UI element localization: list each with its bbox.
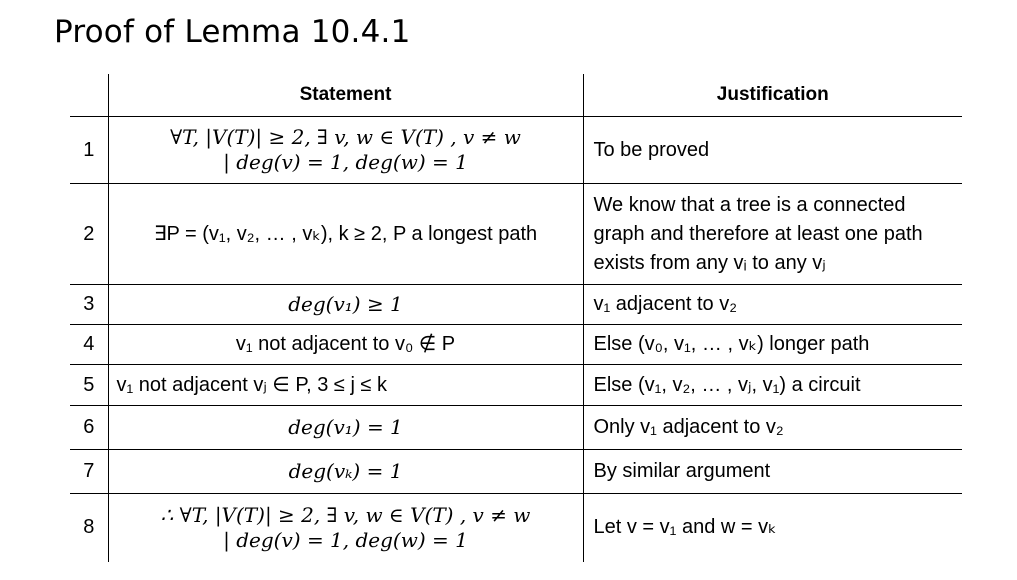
header-justification: Justification bbox=[583, 74, 962, 117]
statement-line: deg(v₁) ≥ 1 bbox=[288, 292, 403, 316]
table-row: 2 ∃P = (v₁, v₂, … , vₖ), k ≥ 2, P a long… bbox=[70, 183, 962, 285]
row-number: 2 bbox=[70, 183, 109, 285]
table-row: 5 v₁ not adjacent vⱼ ∈ P, 3 ≤ j ≤ k Else… bbox=[70, 364, 962, 406]
table-row: 6 deg(v₁) = 1 Only v₁ adjacent to v₂ bbox=[70, 405, 962, 450]
row-justification: By similar argument bbox=[583, 449, 962, 494]
statement-line: | deg(v) = 1, deg(w) = 1 bbox=[223, 150, 468, 174]
row-statement: deg(v₁) ≥ 1 bbox=[108, 284, 584, 325]
row-statement: v₁ not adjacent vⱼ ∈ P, 3 ≤ j ≤ k bbox=[108, 364, 584, 406]
header-number bbox=[70, 74, 109, 117]
table-row: 4 v₁ not adjacent to v₀ ∉ P Else (v₀, v₁… bbox=[70, 324, 962, 365]
header-statement: Statement bbox=[108, 74, 584, 117]
row-justification: Else (v₀, v₁, … , vₖ) longer path bbox=[583, 324, 962, 365]
table-row: 8 ∴ ∀T, |V(T)| ≥ 2, ∃ v, w ∈ V(T) , v ≠ … bbox=[70, 493, 962, 562]
row-number: 7 bbox=[70, 449, 109, 494]
header-row: Statement Justification bbox=[70, 74, 962, 117]
row-number: 6 bbox=[70, 405, 109, 450]
table-row: 1 ∀T, |V(T)| ≥ 2, ∃ v, w ∈ V(T) , v ≠ w … bbox=[70, 116, 962, 184]
statement-line: | deg(v) = 1, deg(w) = 1 bbox=[223, 527, 468, 552]
statement-line: ∃P = (v₁, v₂, … , vₖ), k ≥ 2, P a longes… bbox=[153, 222, 538, 245]
page-title: Proof of Lemma 10.4.1 bbox=[54, 14, 411, 50]
row-number: 1 bbox=[70, 116, 109, 184]
statement-line: v₁ not adjacent to v₀ ∉ P bbox=[235, 333, 456, 355]
row-number: 4 bbox=[70, 324, 109, 365]
table-row: 3 deg(v₁) ≥ 1 v₁ adjacent to v₂ bbox=[70, 284, 962, 325]
row-number: 5 bbox=[70, 364, 109, 406]
row-number: 8 bbox=[70, 493, 109, 562]
table-row: 7 deg(vₖ) = 1 By similar argument bbox=[70, 449, 962, 494]
proof-table: Statement Justification 1 ∀T, |V(T)| ≥ 2… bbox=[70, 74, 962, 562]
row-justification: We know that a tree is a connected graph… bbox=[583, 183, 962, 285]
row-statement: v₁ not adjacent to v₀ ∉ P bbox=[108, 324, 584, 365]
statement-line: ∀T, |V(T)| ≥ 2, ∃ v, w ∈ V(T) , v ≠ w bbox=[170, 125, 521, 149]
row-statement: deg(vₖ) = 1 bbox=[108, 449, 584, 494]
row-statement: deg(v₁) = 1 bbox=[108, 405, 584, 450]
row-justification: Else (v₁, v₂, … , vⱼ, v₁) a circuit bbox=[583, 364, 962, 406]
row-statement: ∃P = (v₁, v₂, … , vₖ), k ≥ 2, P a longes… bbox=[108, 183, 584, 285]
row-justification: To be proved bbox=[583, 116, 962, 184]
statement-line: deg(v₁) = 1 bbox=[288, 415, 403, 439]
row-justification: v₁ adjacent to v₂ bbox=[583, 284, 962, 325]
row-statement: ∀T, |V(T)| ≥ 2, ∃ v, w ∈ V(T) , v ≠ w | … bbox=[108, 116, 584, 184]
row-number: 3 bbox=[70, 284, 109, 325]
statement-line: ∴ ∀T, |V(T)| ≥ 2, ∃ v, w ∈ V(T) , v ≠ w bbox=[160, 502, 531, 527]
statement-line: v₁ not adjacent vⱼ ∈ P, 3 ≤ j ≤ k bbox=[116, 373, 388, 396]
row-justification: Let v = v₁ and w = vₖ bbox=[593, 516, 777, 539]
row-justification: Only v₁ adjacent to v₂ bbox=[583, 405, 962, 450]
row-statement: ∴ ∀T, |V(T)| ≥ 2, ∃ v, w ∈ V(T) , v ≠ w … bbox=[108, 493, 584, 562]
statement-line: deg(vₖ) = 1 bbox=[288, 459, 403, 483]
